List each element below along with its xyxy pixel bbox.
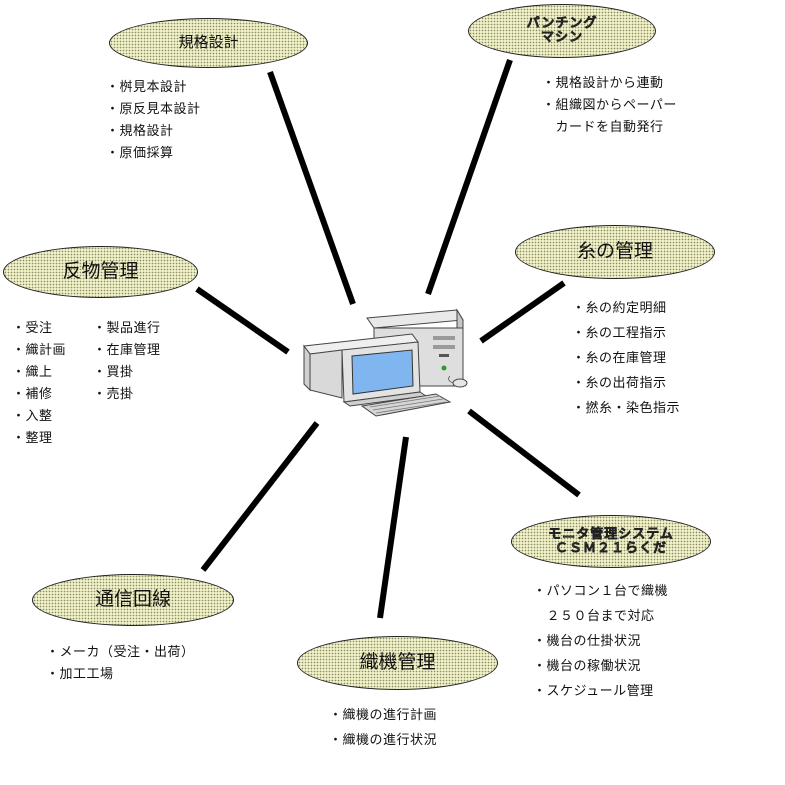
- list-tsushin-kaisen: ・メーカ（受注・出荷） ・加工工場: [46, 642, 195, 686]
- list-item: ・加工工場: [46, 667, 114, 682]
- list-punching-machine: ・規格設計から連動 ・組織図からペーパー カードを自動発行: [542, 73, 677, 139]
- monitor-icon: [303, 333, 428, 407]
- connector-ito: [479, 280, 566, 344]
- list-item: ・糸の工程指示: [572, 326, 667, 341]
- list-item: ・メーカ（受注・出荷）: [46, 645, 195, 660]
- keyboard-icon: [360, 393, 452, 417]
- connector-kikaku: [267, 70, 356, 306]
- node-label: 通信回線: [94, 588, 171, 611]
- list-item: ・桝見本設計: [106, 80, 188, 95]
- node-label: 反物管理: [62, 260, 139, 283]
- list-item: ・機台の稼働状況: [533, 659, 642, 674]
- node-tsushin-kaisen: 通信回線: [32, 574, 234, 626]
- list-kikaku-sekkei: ・桝見本設計 ・原反見本設計 ・規格設計 ・原価採算: [106, 77, 201, 165]
- node-label: 織機管理: [359, 651, 436, 674]
- connector-punching: [425, 59, 513, 295]
- node-punching-machine: パンチング マシン: [468, 4, 656, 58]
- node-monitor-system: モニタ管理システム ＣＳＭ２１らくだ: [511, 515, 711, 568]
- list-item: ・織機の進行状況: [329, 733, 438, 748]
- list-item: ２５０台まで対応: [533, 609, 655, 624]
- list-item: ・売掛: [93, 387, 134, 402]
- node-kikaku-sekkei: 規格設計: [109, 18, 308, 68]
- list-item: ・糸の出荷指示: [572, 376, 667, 391]
- list-item: ・規格設計: [106, 124, 174, 139]
- node-shokki-kanri: 織機管理: [297, 636, 498, 690]
- node-tanmono-kanri: 反物管理: [3, 246, 198, 298]
- node-label-line1: モニタ管理システム: [548, 526, 674, 542]
- list-item: ・糸の在庫管理: [572, 351, 667, 366]
- list-item: ・原反見本設計: [106, 102, 201, 117]
- list-item: ・糸の約定明細: [572, 301, 667, 316]
- node-label-line2: マシン: [540, 30, 583, 45]
- connector-shokki: [377, 436, 409, 619]
- list-item: ・撚糸・染色指示: [572, 401, 681, 416]
- list-item: ・織機の進行計画: [329, 708, 438, 723]
- node-label-line2: ＣＳＭ２１らくだ: [554, 540, 667, 556]
- list-item: ・規格設計から連動: [542, 76, 664, 91]
- list-item: ・製品進行: [93, 321, 161, 336]
- list-item: ・受注: [12, 321, 53, 336]
- list-ito-kanri: ・糸の約定明細 ・糸の工程指示 ・糸の在庫管理 ・糸の出荷指示 ・撚糸・染色指示: [572, 296, 680, 421]
- connector-tsushin: [200, 421, 320, 572]
- list-tanmono-right: ・製品進行 ・在庫管理 ・買掛 ・売掛: [93, 318, 161, 406]
- node-label: 規格設計: [178, 33, 239, 52]
- connector-tanmono: [195, 286, 290, 355]
- list-item: ・買掛: [93, 365, 134, 380]
- desktop-computer-icon: [303, 308, 468, 417]
- list-item: ・スケジュール管理: [533, 684, 654, 699]
- list-item: ・在庫管理: [93, 343, 161, 358]
- list-tanmono-left: ・受注 ・織計画 ・織上 ・補修 ・入整 ・整理: [12, 318, 66, 450]
- list-item: ・原価採算: [106, 146, 174, 161]
- list-item: ・補修: [12, 387, 53, 402]
- list-item: ・入整: [12, 409, 53, 424]
- list-item: ・組織図からペーパー: [542, 98, 677, 113]
- list-item: ・機台の仕掛状況: [533, 634, 642, 649]
- list-item: ・織上: [12, 365, 53, 380]
- list-shokki-kanri: ・織機の進行計画 ・織機の進行状況: [329, 703, 437, 753]
- list-item: ・パソコン１台で織機: [533, 584, 669, 599]
- mouse-icon: [448, 375, 468, 388]
- list-monitor-system: ・パソコン１台で織機 ２５０台まで対応 ・機台の仕掛状況 ・機台の稼働状況 ・ス…: [533, 579, 668, 704]
- list-item: ・整理: [12, 431, 53, 446]
- node-ito-kanri: 糸の管理: [515, 225, 715, 279]
- node-label: 糸の管理: [576, 240, 653, 263]
- node-label-line1: パンチング: [526, 16, 598, 32]
- list-item: カードを自動発行: [542, 120, 664, 135]
- connector-monitor: [467, 408, 581, 498]
- list-item: ・織計画: [12, 343, 67, 358]
